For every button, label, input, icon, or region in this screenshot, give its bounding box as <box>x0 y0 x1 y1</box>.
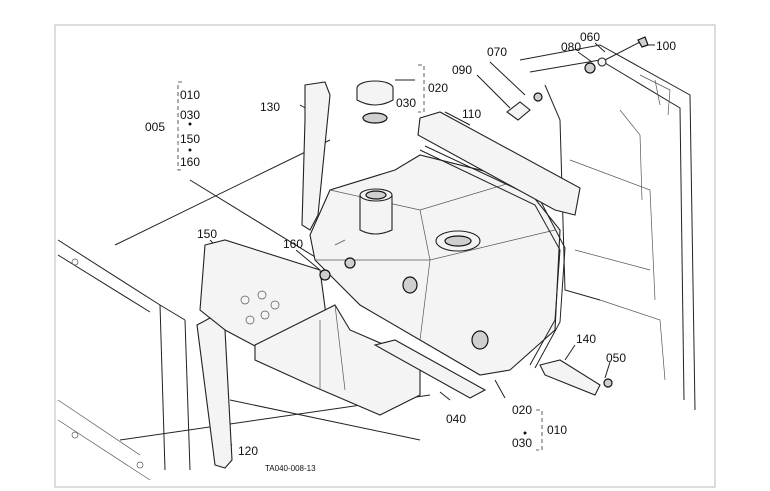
label-160-group: 160 <box>180 155 200 169</box>
label-120: 120 <box>238 444 258 458</box>
label-030: 030 <box>180 108 200 122</box>
cushion-110 <box>417 111 581 216</box>
label-070: 070 <box>487 45 507 59</box>
label-090: 090 <box>452 63 472 77</box>
label-140: 140 <box>576 332 596 346</box>
bolt-050 <box>603 378 613 388</box>
label-010: 010 <box>180 88 200 102</box>
label-020-group: 020 <box>512 403 532 417</box>
label-040: 040 <box>446 412 466 426</box>
drawing-code: TA040-008-13 <box>265 464 316 473</box>
label-005: 005 <box>145 120 165 134</box>
label-010-group: 010 <box>547 423 567 437</box>
label-100: 100 <box>656 39 676 53</box>
label-050: 050 <box>606 351 626 365</box>
strap-040 <box>373 339 487 399</box>
label-080: 080 <box>561 40 581 54</box>
label-150-group: 150 <box>180 132 200 146</box>
tank-band <box>419 145 566 369</box>
cab-frame <box>519 44 696 411</box>
group-brackets <box>177 64 543 451</box>
label-110: 110 <box>462 107 481 121</box>
label-030-group: 030 <box>512 436 532 450</box>
label-130: 130 <box>260 100 280 114</box>
tank-bracket <box>254 304 421 416</box>
floor-frame <box>57 239 191 481</box>
label-150: 150 <box>197 227 217 241</box>
cushion-120 <box>196 317 233 469</box>
label-060: 060 <box>580 30 600 44</box>
bracket-140 <box>539 359 601 396</box>
fuel-cap <box>356 80 394 124</box>
bolt-assembly <box>506 36 649 121</box>
cushion-130 <box>301 81 331 231</box>
label-030-cap: 030 <box>396 96 416 110</box>
fuel-tank <box>309 154 561 376</box>
label-020-cap: 020 <box>428 81 448 95</box>
label-160: 160 <box>283 237 303 251</box>
